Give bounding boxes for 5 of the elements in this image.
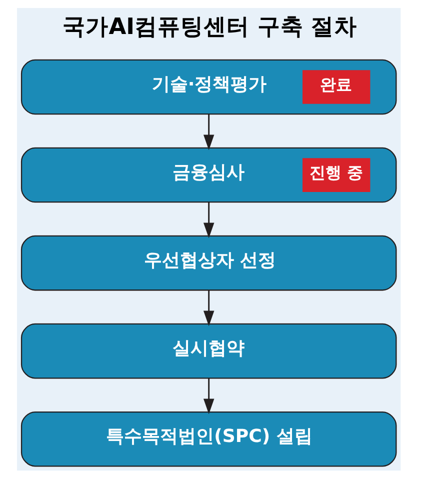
diagram-title: 국가AI컴퓨팅센터 구축 절차 (62, 14, 357, 40)
arrow (202, 114, 214, 150)
arrow (202, 378, 214, 414)
arrow (202, 290, 214, 326)
arrow (202, 202, 214, 238)
